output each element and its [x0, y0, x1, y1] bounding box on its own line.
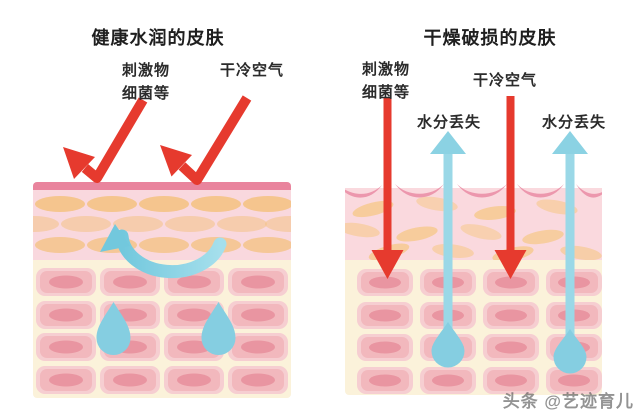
damaged-skin-block [345, 184, 602, 395]
left-irritants-label-line2: 细菌等 [121, 85, 171, 102]
right-panel-title: 干燥破损的皮肤 [423, 28, 557, 48]
deflected-arrow-icon [160, 95, 252, 185]
watermark: 头条 @艺迹育儿 [502, 392, 634, 411]
water-drop-icon [201, 302, 236, 355]
penetrating-arrow-icon [494, 96, 527, 279]
damaged-surface-flake-icon [345, 184, 602, 198]
water-loss-label-1: 水分丢失 [416, 114, 482, 131]
left-irritants-label-line1: 刺激物 [121, 62, 171, 79]
water-loss-label-2: 水分丢失 [541, 114, 607, 131]
right-irritants-label-line2: 细菌等 [361, 84, 411, 101]
right-irritants-label-line1: 刺激物 [361, 61, 411, 78]
left-panel-title: 健康水润的皮肤 [91, 28, 225, 48]
penetrating-arrow-icon [371, 98, 404, 279]
intact-skin-surface [33, 182, 291, 190]
water-drop-icon [96, 302, 131, 355]
water-drop-icon [553, 329, 587, 374]
deflected-arrow-icon [63, 97, 148, 183]
water-loss-arrow-icon [430, 131, 466, 340]
right-cold-air-label: 干冷空气 [472, 72, 538, 89]
lipid-cells-ordered [33, 196, 291, 253]
water-drop-icon [431, 322, 465, 368]
left-cold-air-label: 干冷空气 [219, 62, 285, 79]
healthy-skin-block [33, 182, 291, 398]
water-loss-arrow-icon [552, 131, 588, 345]
moisture-circulation-arrow-icon [100, 224, 227, 279]
